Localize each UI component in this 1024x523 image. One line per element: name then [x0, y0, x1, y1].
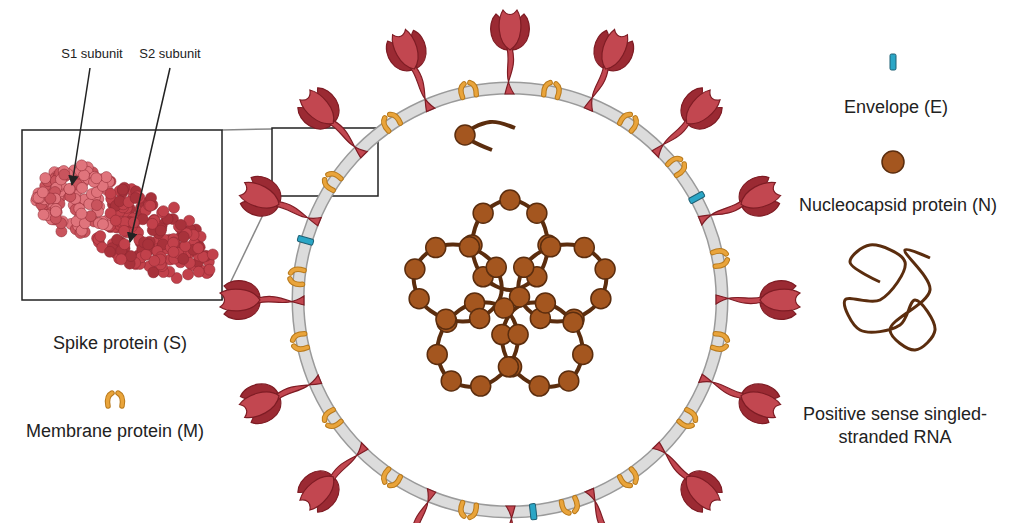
spike: [571, 483, 639, 523]
legend-symbols: [72, 54, 935, 406]
legend-label: Spike protein (S): [53, 332, 187, 355]
legend-label: Nucleocapsid protein (N): [799, 194, 997, 217]
spike: [693, 171, 785, 239]
membrane-protein: [679, 409, 698, 429]
envelope-protein: [529, 503, 537, 520]
spike: [235, 171, 327, 239]
spike-inset: [22, 128, 378, 300]
spike: [381, 25, 449, 117]
spike: [642, 81, 729, 168]
envelope-protein: [688, 191, 705, 204]
membrane-protein: [322, 171, 341, 191]
spike: [716, 281, 800, 320]
membrane-protein: [381, 112, 401, 131]
membrane-protein: [292, 333, 308, 350]
spike: [381, 483, 449, 523]
membrane-protein: [381, 469, 401, 488]
legend-label: Membrane protein (M): [26, 420, 204, 443]
membrane-protein: [289, 268, 304, 284]
spike: [642, 432, 729, 519]
nucleocapsid: [405, 122, 615, 396]
part-label: S1 subunit: [61, 46, 122, 62]
part-label: S2 subunit: [139, 46, 200, 62]
spike: [491, 10, 530, 94]
membrane: [298, 88, 722, 512]
spike: [693, 361, 785, 429]
membrane-protein: [619, 469, 639, 488]
spike: [491, 506, 530, 523]
spike: [571, 25, 639, 117]
envelope-protein: [297, 235, 314, 245]
membrane-protein: [713, 333, 729, 350]
spike: [291, 432, 378, 519]
membrane-protein: [460, 82, 477, 98]
membrane-protein: [322, 409, 341, 429]
legend-label: Positive sense singled-stranded RNA: [795, 403, 995, 448]
membrane-protein: [561, 498, 579, 515]
membrane-outline: [298, 88, 722, 512]
membrane-protein: [713, 250, 729, 267]
membrane-protein: [460, 503, 477, 519]
legend-label: Envelope (E): [844, 96, 948, 119]
virion-surface: [220, 10, 800, 523]
membrane-protein: [543, 82, 560, 98]
spike: [235, 361, 327, 429]
membrane-protein: [619, 112, 639, 131]
spike: [291, 81, 378, 168]
spike: [220, 281, 304, 320]
membrane-protein: [668, 156, 688, 176]
